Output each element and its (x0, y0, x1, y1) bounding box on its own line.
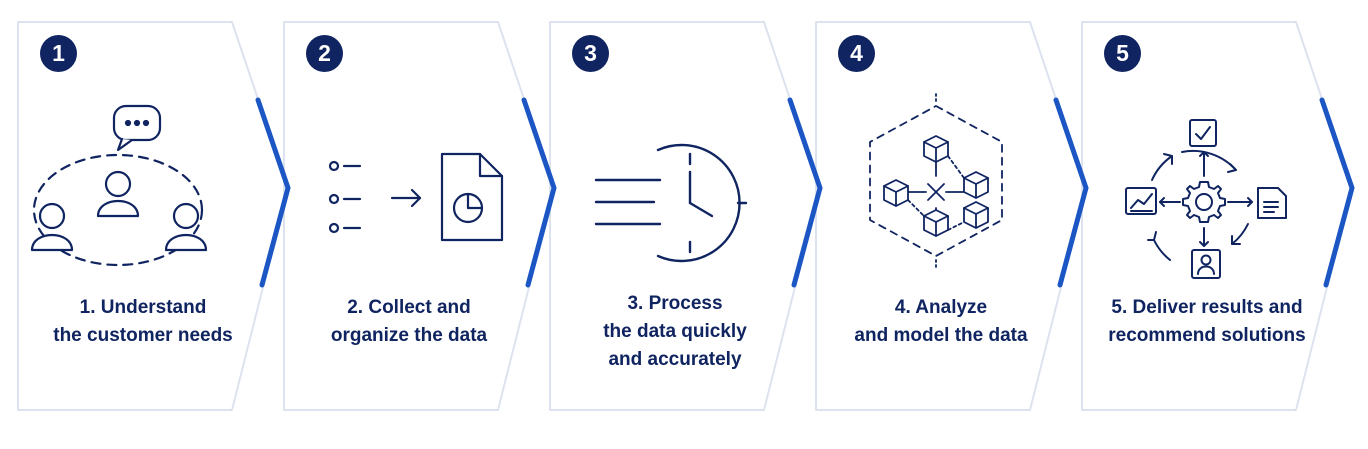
chevron-accent-2 (521, 97, 557, 288)
step-label-line: 5. Deliver results and (1111, 297, 1303, 318)
chevron-accent-3 (787, 97, 823, 288)
chevron-card-3 (549, 21, 821, 411)
step-label-line: and model the data (854, 325, 1028, 346)
step-label-line: recommend solutions (1108, 325, 1306, 346)
step-label-line: and accurately (608, 349, 742, 370)
step-5: 5 (1082, 22, 1347, 412)
step-label: 5. Deliver results and recommend solutio… (1082, 294, 1332, 350)
chevron-accent-5 (1319, 97, 1355, 288)
chevron-card-1 (17, 21, 289, 411)
step-label: 2. Collect and organize the data (284, 294, 534, 350)
chevron-accent-1 (255, 97, 291, 288)
step-4: 4 (816, 22, 1081, 412)
step-label: 1. Understand the customer needs (18, 294, 268, 350)
step-label-line: 1. Understand (79, 297, 207, 318)
data-model-cubes-icon (869, 93, 1003, 269)
chevron-accent-4 (1053, 97, 1089, 288)
step-number-badge: 1 (40, 35, 77, 72)
step-number-badge: 3 (572, 35, 609, 72)
step-label: 4. Analyze and model the data (816, 294, 1066, 350)
collect-data-icon (328, 152, 504, 242)
step-1: 1 1. Understand (18, 22, 283, 412)
deliver-results-cycle-icon (1125, 119, 1287, 279)
step-label-line: 4. Analyze (894, 297, 988, 318)
chevron-card-4 (815, 21, 1087, 411)
step-3: 3 3. Process the data quickly and accura… (550, 22, 815, 412)
step-label-line: 3. Process (627, 293, 723, 314)
step-number-badge: 5 (1104, 35, 1141, 72)
chevron-card-2 (283, 21, 555, 411)
step-label-line: organize the data (330, 325, 488, 346)
step-number-badge: 4 (838, 35, 875, 72)
step-2: 2 2. Collect and (284, 22, 549, 412)
step-number-badge: 2 (306, 35, 343, 72)
step-label-line: the data quickly (603, 321, 747, 342)
step-label: 3. Process the data quickly and accurate… (550, 290, 800, 374)
step-label-line: the customer needs (53, 325, 233, 346)
fast-clock-icon (594, 143, 748, 263)
customer-needs-icon (30, 104, 208, 267)
step-label-line: 2. Collect and (347, 297, 471, 318)
